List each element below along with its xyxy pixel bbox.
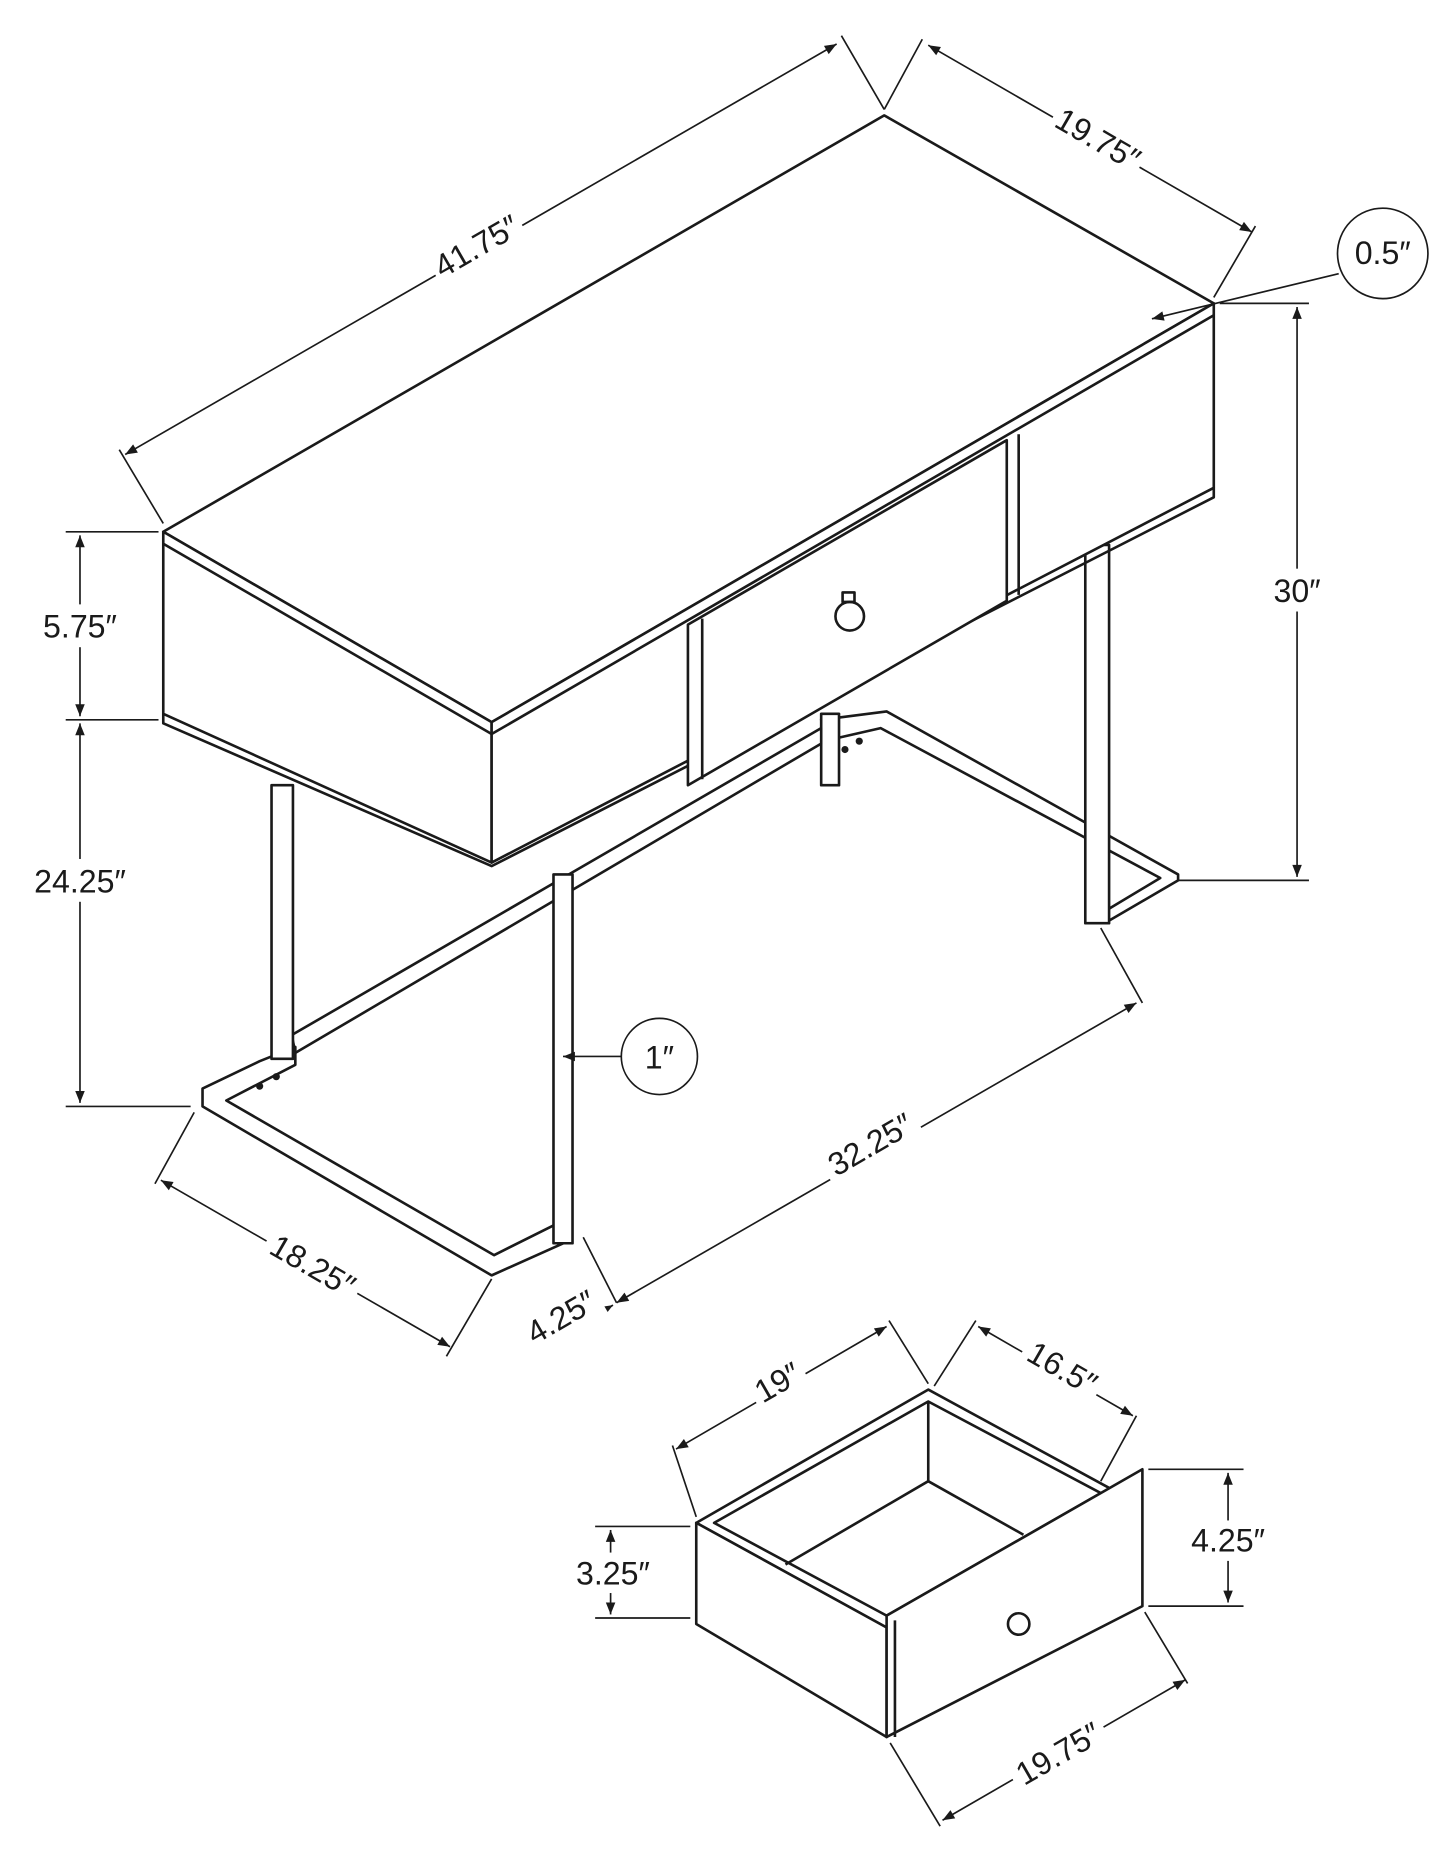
- drawer: [694, 1388, 1144, 1739]
- label-drawer-box-height: 3.25″: [576, 1556, 650, 1592]
- table-drawer-front: [686, 438, 1009, 787]
- label-top-thickness: 0.5″: [1355, 235, 1411, 271]
- table-body: [161, 114, 1216, 868]
- label-table-length: 41.75″: [428, 208, 525, 285]
- label-leg-thickness: 1″: [645, 1039, 674, 1075]
- callout-circle-leg-thickness: [620, 1017, 699, 1096]
- label-drawer-front-height: 4.25″: [1191, 1522, 1265, 1558]
- label-inner-leg-span: 32.25″: [822, 1106, 919, 1183]
- label-table-depth: 19.75″: [1049, 101, 1146, 178]
- callout-circle-top-thickness: [1336, 207, 1429, 300]
- label-base-depth: 18.25″: [264, 1227, 361, 1304]
- drawer-ring-pull-icon: [1006, 1611, 1031, 1636]
- label-table-height: 30″: [1274, 573, 1321, 609]
- dimension-lines: [65, 35, 1429, 1827]
- label-drawer-front-width: 19.75″: [1010, 1715, 1107, 1792]
- label-leg-clearance: 24.25″: [34, 863, 126, 899]
- label-apron-height: 5.75″: [43, 609, 117, 645]
